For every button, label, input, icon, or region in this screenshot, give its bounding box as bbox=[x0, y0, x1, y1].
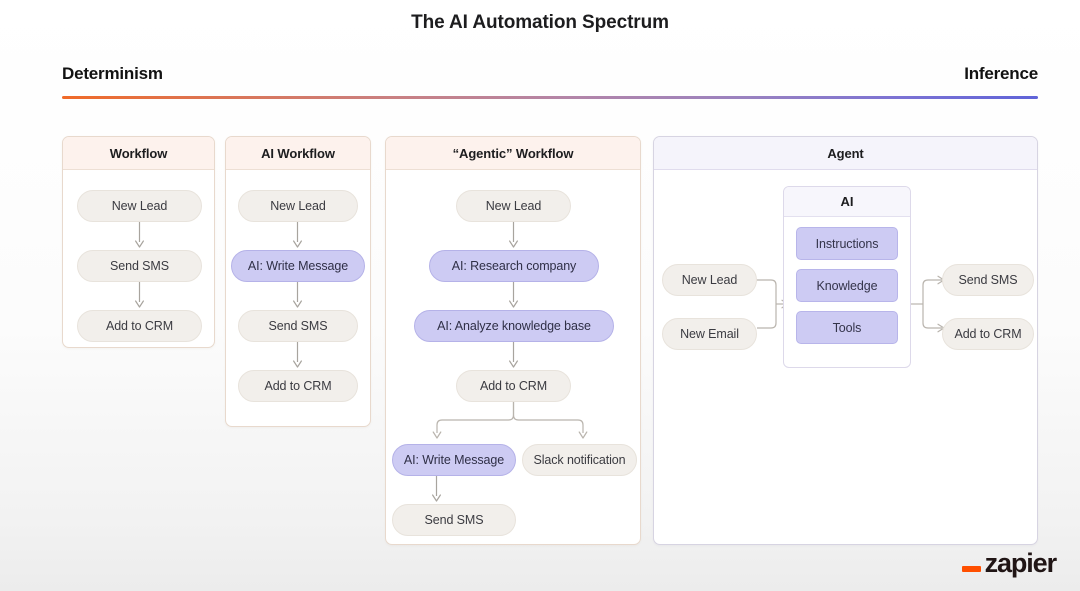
panel-workflow-title: Workflow bbox=[63, 137, 214, 170]
node-send-sms[interactable]: Send SMS bbox=[392, 504, 516, 536]
ai-subsystem-title: AI bbox=[784, 187, 910, 217]
page-title: The AI Automation Spectrum bbox=[411, 12, 669, 33]
node-input-new-email[interactable]: New Email bbox=[662, 318, 757, 350]
spectrum-gradient-bar bbox=[62, 96, 1038, 99]
node-ai-write-message[interactable]: AI: Write Message bbox=[392, 444, 516, 476]
spectrum-label-inference: Inference bbox=[964, 64, 1038, 83]
zapier-logo-text: zapier bbox=[984, 548, 1058, 578]
node-send-sms[interactable]: Send SMS bbox=[238, 310, 358, 342]
panel-agentic-workflow: “Agentic” Workflow New Lead AI: Research… bbox=[385, 136, 641, 545]
connector-arrow bbox=[125, 282, 155, 310]
connector-arrow bbox=[283, 282, 313, 310]
connector-branch-split bbox=[404, 402, 624, 444]
ai-subsystem-box: AI Instructions Knowledge Tools bbox=[783, 186, 911, 368]
spectrum-label-determinism: Determinism bbox=[62, 64, 163, 83]
node-send-sms[interactable]: Send SMS bbox=[77, 250, 202, 282]
node-input-new-lead[interactable]: New Lead bbox=[662, 264, 757, 296]
connector-arrow bbox=[499, 342, 529, 370]
node-output-add-to-crm[interactable]: Add to CRM bbox=[942, 318, 1034, 350]
panel-workflow: Workflow New Lead Send SMS Add to CRM bbox=[62, 136, 215, 348]
panel-agent-title: Agent bbox=[654, 137, 1037, 170]
panel-agent-body: New Lead New Email AI Instructions Knowl… bbox=[654, 170, 1037, 544]
node-add-to-crm[interactable]: Add to CRM bbox=[238, 370, 358, 402]
connector-arrow bbox=[283, 342, 313, 370]
panel-agent: Agent New Lead New Email AI Instructions… bbox=[653, 136, 1038, 545]
panel-ai-workflow-body: New Lead AI: Write Message Send SMS bbox=[226, 170, 370, 426]
zapier-logo: zapier bbox=[961, 548, 1058, 578]
ai-chip-tools[interactable]: Tools bbox=[796, 311, 898, 344]
panel-ai-workflow-title: AI Workflow bbox=[226, 137, 370, 170]
node-ai-analyze-knowledge-base[interactable]: AI: Analyze knowledge base bbox=[414, 310, 614, 342]
node-new-lead[interactable]: New Lead bbox=[238, 190, 358, 222]
node-add-to-crm[interactable]: Add to CRM bbox=[77, 310, 202, 342]
node-new-lead[interactable]: New Lead bbox=[77, 190, 202, 222]
connector-arrow bbox=[283, 222, 313, 250]
connector-arrow bbox=[499, 222, 529, 250]
node-ai-research-company[interactable]: AI: Research company bbox=[429, 250, 599, 282]
ai-subsystem-body: Instructions Knowledge Tools bbox=[784, 217, 910, 354]
spectrum-axis-labels: Determinism Inference bbox=[62, 64, 1038, 84]
panel-agentic-workflow-body: New Lead AI: Research company AI: Analyz… bbox=[386, 170, 640, 544]
connector-arrow bbox=[499, 282, 529, 310]
panel-workflow-body: New Lead Send SMS Add to CRM bbox=[63, 170, 214, 347]
ai-chip-knowledge[interactable]: Knowledge bbox=[796, 269, 898, 302]
panel-agentic-workflow-title: “Agentic” Workflow bbox=[386, 137, 640, 170]
node-add-to-crm[interactable]: Add to CRM bbox=[456, 370, 571, 402]
ai-chip-instructions[interactable]: Instructions bbox=[796, 227, 898, 260]
connector-arrow bbox=[422, 476, 452, 504]
panel-ai-workflow: AI Workflow New Lead AI: Write Message S… bbox=[225, 136, 371, 427]
connector-arrow bbox=[125, 222, 155, 250]
node-slack-notification[interactable]: Slack notification bbox=[522, 444, 637, 476]
node-new-lead[interactable]: New Lead bbox=[456, 190, 571, 222]
zapier-logo-mark-icon bbox=[961, 566, 981, 572]
node-output-send-sms[interactable]: Send SMS bbox=[942, 264, 1034, 296]
node-ai-write-message[interactable]: AI: Write Message bbox=[231, 250, 365, 282]
